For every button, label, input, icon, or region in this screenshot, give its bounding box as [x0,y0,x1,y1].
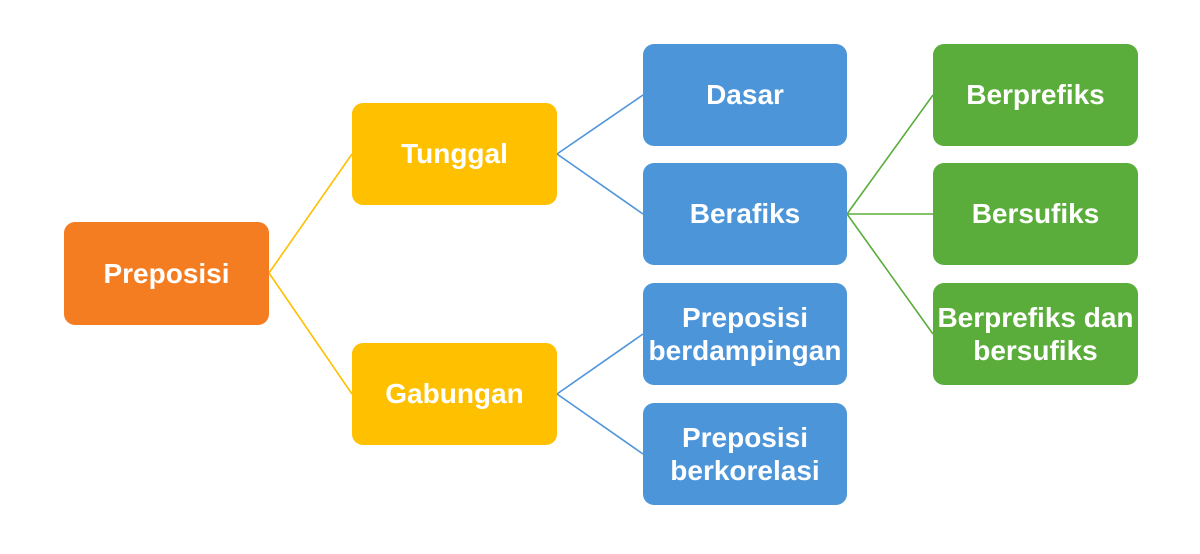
node-tunggal: Tunggal [352,103,557,205]
connector-berafiks-berprefiks-bersufiks [846,213,934,335]
node-preposisi-berkorelasi-label: Preposisi berkorelasi [670,421,820,486]
node-gabungan-label: Gabungan [385,378,524,410]
node-gabungan: Gabungan [352,343,557,445]
node-berprefiks: Berprefiks [933,44,1138,146]
node-berafiks: Berafiks [643,163,847,265]
connector-tunggal-berafiks [556,153,644,215]
node-preposisi-berdampingan: Preposisi berdampingan [643,283,847,385]
node-berprefiks-label: Berprefiks [966,79,1105,111]
connector-preposisi-tunggal [268,153,353,274]
node-preposisi-label: Preposisi [103,257,230,289]
node-bersufiks: Bersufiks [933,163,1138,265]
node-bersufiks-label: Bersufiks [971,198,1100,230]
node-dasar: Dasar [643,44,847,146]
node-dasar-label: Dasar [706,79,784,111]
node-preposisi-berdampingan-label: Preposisi berdampingan [648,301,842,366]
node-tunggal-label: Tunggal [401,138,508,170]
node-preposisi: Preposisi [64,222,269,325]
connector-gabungan-berkorelasi [556,393,644,455]
connector-berafiks-berprefiks [846,94,934,215]
node-preposisi-berkorelasi: Preposisi berkorelasi [643,403,847,505]
node-berafiks-label: Berafiks [689,198,801,230]
connector-tunggal-dasar [556,94,644,155]
connector-gabungan-berdampingan [556,333,644,395]
connector-preposisi-gabungan [268,272,353,395]
node-berprefiks-dan-bersufiks-label: Berprefiks dan bersufiks [937,301,1134,366]
node-berprefiks-dan-bersufiks: Berprefiks dan bersufiks [933,283,1138,385]
